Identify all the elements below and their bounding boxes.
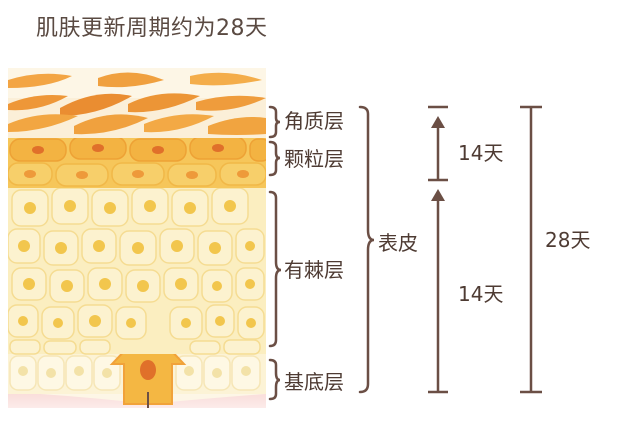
dermis [8, 392, 266, 408]
turnover-timeline [428, 105, 542, 394]
skin-illustration [8, 68, 266, 408]
label-epidermis: 表皮 [378, 231, 418, 255]
label-stratum-granulosum: 颗粒层 [284, 147, 344, 171]
arrow-up-lower-icon [431, 189, 445, 201]
label-stratum-spinosum: 有棘层 [284, 258, 344, 282]
corneum-layer-flakes [8, 72, 266, 138]
label-stratum-basale: 基底层 [284, 370, 344, 394]
brace-basal [268, 358, 281, 401]
label-duration-total: 28天 [545, 228, 590, 252]
layer-braces [268, 105, 375, 401]
brace-granular [268, 140, 281, 177]
brace-epidermis [358, 105, 375, 394]
spinous-layer-cells [8, 186, 266, 355]
label-duration-lower: 14天 [458, 282, 503, 306]
granular-layer-cells [8, 136, 266, 188]
brace-spinous [268, 190, 282, 348]
page-title: 肌肤更新周期约为28天 [36, 16, 268, 41]
brace-corneum [268, 105, 281, 139]
basal-layer-cells [8, 324, 266, 408]
label-duration-upper: 14天 [458, 141, 503, 165]
label-stratum-corneum: 角质层 [284, 109, 344, 133]
arrow-up-upper-icon [431, 116, 445, 128]
